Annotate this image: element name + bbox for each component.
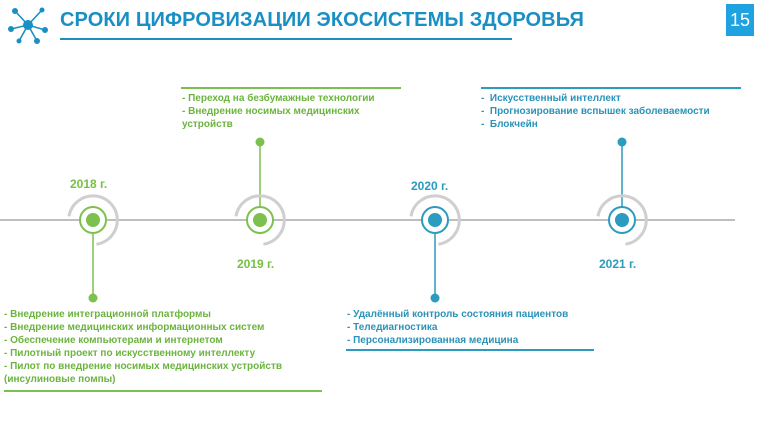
block-rule-2018 (4, 390, 322, 392)
milestone-items-2020: - Удалённый контроль состояния пациентов… (347, 308, 568, 347)
list-item: - Удалённый контроль состояния пациентов (347, 309, 569, 320)
milestone-node-2020 (409, 194, 461, 303)
list-item: - Обеспечение компьютерами и интернетом (4, 335, 223, 346)
list-item: - Переход на безбумажные технологии (182, 93, 375, 104)
list-item: (инсулиновые помпы) (4, 374, 116, 385)
title-underline (60, 38, 512, 40)
network-logo-icon (8, 7, 48, 44)
block-rule-2019 (181, 87, 401, 89)
list-item: - Прогнозирование вспышек заболеваемости (481, 106, 710, 117)
milestone-items-2019: - Переход на безбумажные технологии - Вн… (182, 92, 375, 131)
list-item: - Персонализированная медицина (347, 335, 519, 346)
milestone-items-2021: - Искусственный интеллект - Прогнозирова… (481, 92, 710, 131)
milestone-node-2021 (596, 137, 648, 246)
list-item: - Пилот по внедрение носимых медицинских… (4, 361, 283, 372)
block-rule-2020 (346, 349, 594, 351)
page-title: СРОКИ ЦИФРОВИЗАЦИИ ЭКОСИСТЕМЫ ЗДОРОВЬЯ (60, 9, 584, 31)
list-item: - Искусственный интеллект (481, 93, 621, 104)
list-item: - Внедрение носимых медицинских (182, 106, 360, 117)
list-item: - Блокчейн (481, 119, 538, 130)
list-item: устройств (182, 119, 233, 130)
year-label-2020: 2020 г. (411, 179, 449, 193)
year-label-2021: 2021 г. (599, 257, 637, 271)
year-label-2019: 2019 г. (237, 257, 275, 271)
block-rule-2021 (481, 87, 741, 89)
year-label-2018: 2018 г. (70, 177, 108, 191)
milestone-node-2019 (234, 137, 286, 246)
milestone-node-2018 (67, 194, 119, 303)
milestone-items-2018: - Внедрение интеграционной платформы - В… (4, 308, 282, 386)
list-item: - Внедрение медицинских информационных с… (4, 322, 265, 333)
list-item: - Пилотный проект по искусственному инте… (4, 348, 256, 359)
list-item: - Внедрение интеграционной платформы (4, 309, 211, 320)
list-item: - Теледиагностика (347, 322, 438, 333)
page-number-badge: 15 (726, 4, 754, 36)
